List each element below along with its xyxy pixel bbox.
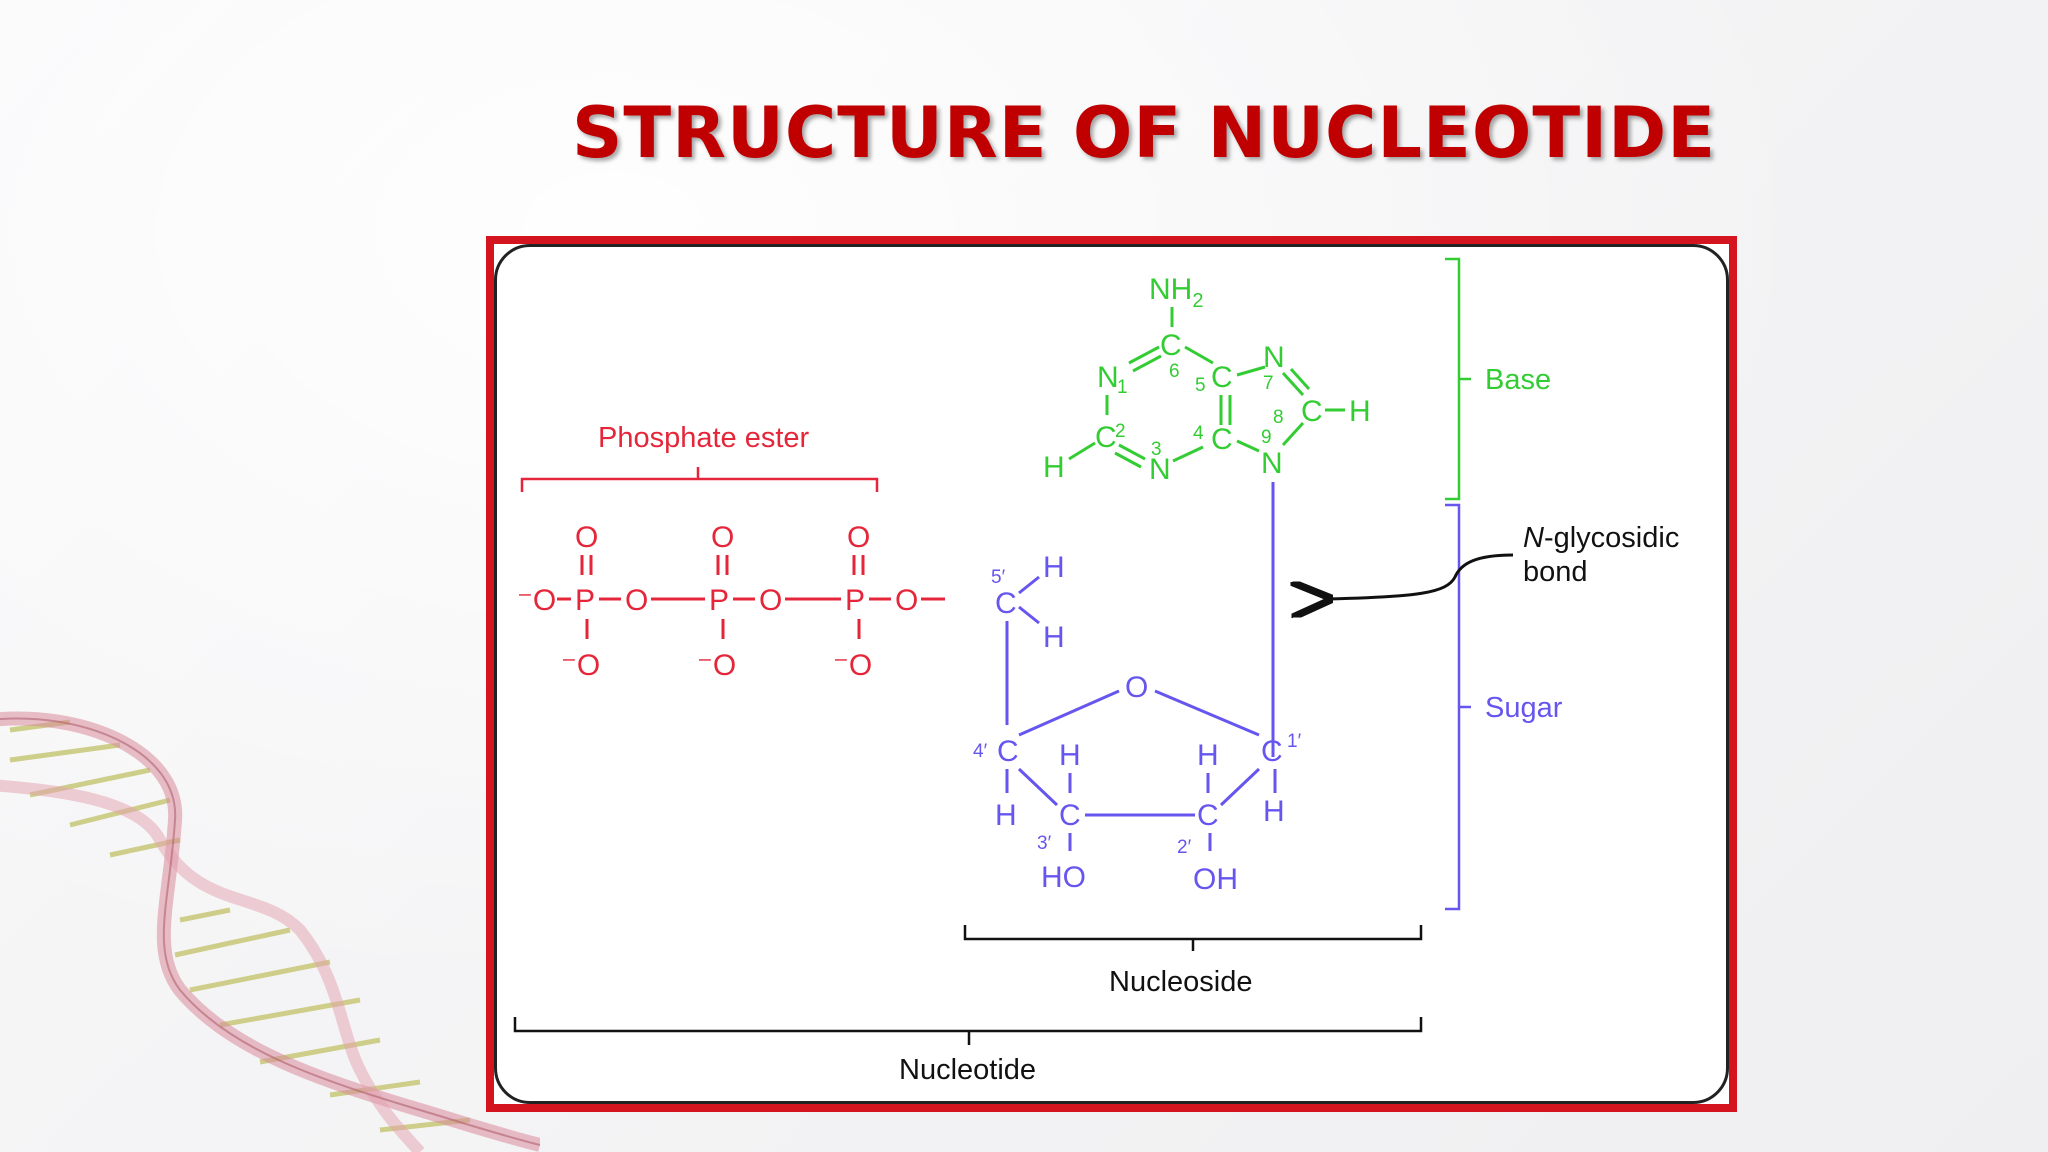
base-num-1: 1 <box>1117 377 1128 398</box>
sugar-h5a: H <box>1043 551 1065 584</box>
base-num-6: 6 <box>1169 361 1180 382</box>
dna-helix-decoration <box>0 711 540 1152</box>
base-c6: C <box>1160 329 1182 362</box>
sugar-num-2p: 2′ <box>1177 837 1192 858</box>
glycosidic-label-line2: bond <box>1523 556 1588 588</box>
base-nh2: NH2 <box>1149 273 1203 312</box>
base-num-9: 9 <box>1261 427 1272 448</box>
phosphate-o-top-2: O <box>711 521 734 554</box>
figure-frame: Phosphate ester O O O ⁻O P O P <box>486 236 1737 1112</box>
sugar-h1: H <box>1263 795 1285 828</box>
nucleoside-bracket <box>963 925 1423 951</box>
phosphate-p-3: P <box>845 584 865 617</box>
base-num-4: 4 <box>1193 423 1204 444</box>
base-n3: N <box>1149 453 1171 486</box>
base-c2: C <box>1095 421 1117 454</box>
base-num-5: 5 <box>1195 375 1206 396</box>
glycosidic-label-line1: N-glycosidic <box>1523 522 1679 554</box>
sugar-h4: H <box>995 799 1017 832</box>
base-h8: H <box>1349 395 1371 428</box>
slide-title: STRUCTURE OF NUCLEOTIDE <box>571 92 1717 174</box>
sugar-c3p: C <box>1059 799 1081 832</box>
phosphate-o-top-3: O <box>847 521 870 554</box>
base-label: Base <box>1485 364 1551 396</box>
base-num-7: 7 <box>1263 373 1274 394</box>
glycosidic-arrow <box>1327 553 1514 599</box>
nucleotide-bracket <box>513 1017 1423 1045</box>
base-num-3: 3 <box>1151 439 1162 460</box>
sugar-c4p: C <box>997 735 1019 768</box>
base-num-8: 8 <box>1273 407 1284 428</box>
sugar-num-4p: 4′ <box>973 741 988 762</box>
sugar-ho3: HO <box>1041 861 1086 894</box>
base-num-2: 2 <box>1115 421 1126 442</box>
phosphate-o-bridge-1: O <box>625 584 648 617</box>
phosphate-o-terminal: ⁻O <box>517 584 556 617</box>
phosphate-o-minus-2: ⁻O <box>697 649 736 682</box>
base-n7: N <box>1263 341 1285 374</box>
base-n1: N <box>1097 361 1119 394</box>
figure-panel: Phosphate ester O O O ⁻O P O P <box>494 244 1729 1104</box>
sugar-oh2: OH <box>1193 863 1238 896</box>
phosphate-o-minus-3: ⁻O <box>833 649 872 682</box>
nucleoside-label: Nucleoside <box>1109 966 1252 998</box>
base-h2: H <box>1043 451 1065 484</box>
sugar-h3: H <box>1059 739 1081 772</box>
sugar-c5p: C <box>995 587 1017 620</box>
phosphate-o-bridge-3: O <box>895 584 918 617</box>
sugar-num-3p: 3′ <box>1037 833 1052 854</box>
phosphate-o-minus-1: ⁻O <box>561 649 600 682</box>
sugar-h5b: H <box>1043 621 1065 654</box>
sugar-o-ring: O <box>1125 671 1148 704</box>
sugar-brace <box>1445 503 1471 911</box>
nucleotide-structure-diagram: Phosphate ester O O O ⁻O P O P <box>513 257 1679 1086</box>
phosphate-p-1: P <box>575 584 595 617</box>
nucleotide-label: Nucleotide <box>899 1054 1036 1086</box>
base-c8: C <box>1301 395 1323 428</box>
phosphate-ester-label: Phosphate ester <box>598 422 810 454</box>
sugar-h2p: H <box>1197 739 1219 772</box>
sugar-label: Sugar <box>1485 692 1563 724</box>
phosphate-p-2: P <box>709 584 729 617</box>
phosphate-o-bridge-2: O <box>759 584 782 617</box>
base-c4: C <box>1211 423 1233 456</box>
sugar-c2p: C <box>1197 799 1219 832</box>
base-n9: N <box>1261 447 1283 480</box>
sugar-c1p: C <box>1261 735 1283 768</box>
base-c5: C <box>1211 361 1233 394</box>
phosphate-brace <box>520 467 879 492</box>
phosphate-o-top-1: O <box>575 521 598 554</box>
sugar-num-1p: 1′ <box>1287 731 1302 752</box>
base-brace <box>1445 257 1471 501</box>
sugar-num-5p: 5′ <box>991 567 1006 588</box>
